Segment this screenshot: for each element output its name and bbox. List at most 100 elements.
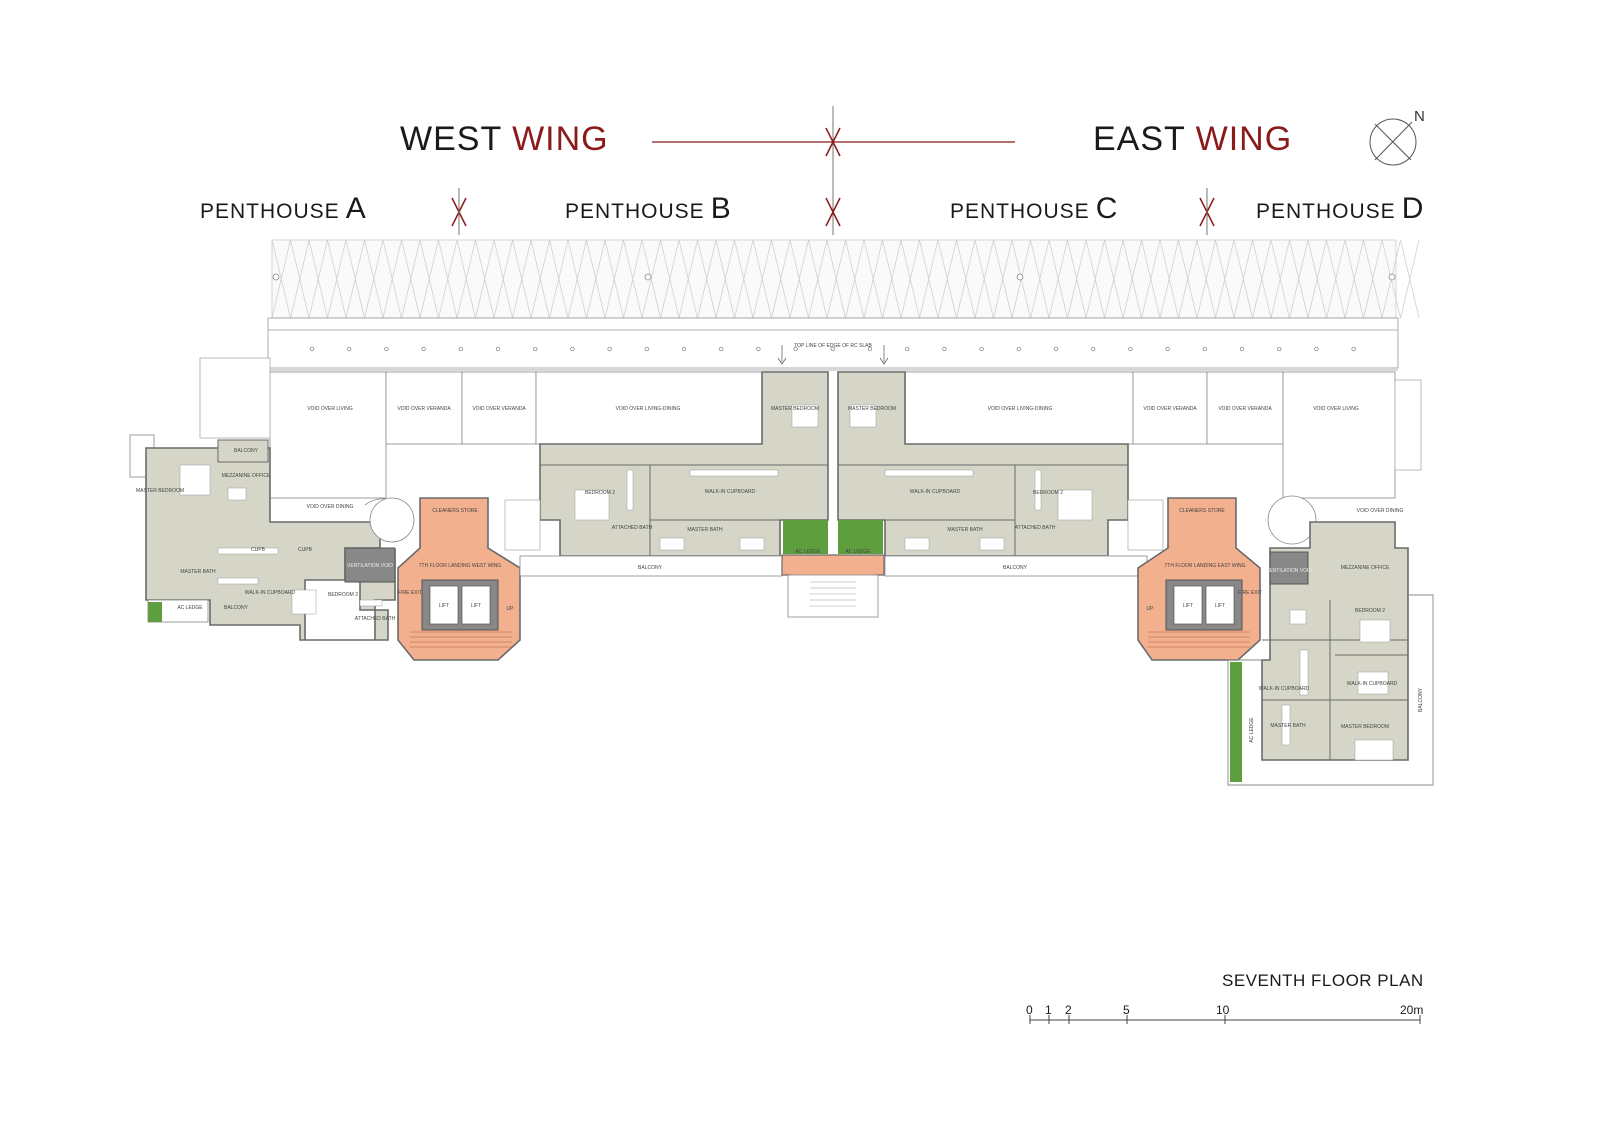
- column-marker: [1351, 346, 1356, 352]
- north-arrow-icon: N: [1369, 108, 1425, 166]
- svg-text:MASTER BATH: MASTER BATH: [687, 527, 723, 533]
- scale-tick-1: 1: [1045, 1003, 1052, 1017]
- svg-text:WALK-IN CUPBOARD: WALK-IN CUPBOARD: [705, 489, 756, 495]
- penthouse-c-plan: MASTER BEDROOM WALK-IN CUPBOARD MASTER B…: [837, 371, 1164, 577]
- svg-text:WALK-IN CUPBOARD: WALK-IN CUPBOARD: [1259, 686, 1310, 692]
- svg-text:MASTER BEDROOM: MASTER BEDROOM: [848, 406, 896, 412]
- scale-tick-0: 0: [1026, 1003, 1033, 1017]
- svg-text:VOID OVER LIVING-DINING: VOID OVER LIVING-DINING: [988, 406, 1053, 412]
- svg-text:VOID OVER VERANDA: VOID OVER VERANDA: [1143, 406, 1197, 412]
- svg-text:LIFT: LIFT: [471, 603, 481, 609]
- column-marker: [1016, 346, 1021, 352]
- penthouse-word: PENTHOUSE: [565, 200, 705, 223]
- penthouse-a-plan: BALCONY MEZZANINE OFFICE MASTER BEDROOM …: [129, 357, 415, 641]
- svg-text:VENTILATION VOID: VENTILATION VOID: [347, 563, 393, 569]
- slab-edge: [267, 317, 1399, 371]
- column-marker: [533, 346, 538, 352]
- column-marker: [347, 346, 352, 352]
- svg-text:AC LEDGE: AC LEDGE: [177, 605, 203, 611]
- column-marker: [1053, 346, 1059, 352]
- svg-text:ATTACHED BATH: ATTACHED BATH: [1015, 525, 1056, 531]
- west-core: LIFT LIFT CLEANERS STORE 7TH FLOOR LANDI…: [397, 497, 521, 661]
- svg-text:VOID OVER DINING: VOID OVER DINING: [1357, 508, 1404, 514]
- column-marker: [1128, 346, 1133, 352]
- west-wing-word: WEST: [400, 120, 502, 158]
- svg-text:LIFT: LIFT: [1215, 603, 1225, 609]
- scale-tick-10: 10: [1216, 1003, 1230, 1017]
- svg-text:BALCONY: BALCONY: [1003, 565, 1028, 571]
- column-marker: [905, 346, 910, 352]
- svg-text:7TH FLOOR LANDING EAST WING: 7TH FLOOR LANDING EAST WING: [1164, 563, 1245, 569]
- penthouse-word: PENTHOUSE: [950, 200, 1090, 223]
- svg-text:WALK-IN CUPBOARD: WALK-IN CUPBOARD: [1347, 681, 1398, 687]
- west-wing-accent: WING: [512, 120, 609, 158]
- svg-text:MASTER BEDROOM: MASTER BEDROOM: [1341, 724, 1389, 730]
- column-marker: [681, 346, 687, 352]
- column-marker: [942, 346, 947, 352]
- penthouse-letter: B: [710, 192, 732, 225]
- svg-text:BEDROOM 2: BEDROOM 2: [328, 592, 358, 598]
- roof-lattice: [271, 239, 1420, 319]
- column-marker: [458, 346, 463, 352]
- column-marker: [756, 346, 761, 352]
- svg-text:BALCONY: BALCONY: [224, 605, 249, 611]
- svg-text:WALK-IN CUPBOARD: WALK-IN CUPBOARD: [910, 489, 961, 495]
- svg-text:UP: UP: [507, 606, 515, 612]
- svg-text:UP: UP: [1147, 606, 1155, 612]
- plan-title: SEVENTH FLOOR PLAN: [1222, 971, 1424, 990]
- svg-text:VOID OVER LIVING: VOID OVER LIVING: [307, 406, 353, 412]
- svg-text:MASTER BATH: MASTER BATH: [180, 569, 216, 575]
- svg-text:ATTACHED BATH: ATTACHED BATH: [612, 525, 653, 531]
- column-marker: [1277, 346, 1282, 352]
- svg-text:VOID OVER DINING: VOID OVER DINING: [307, 504, 354, 510]
- svg-text:VENTILATION VOID: VENTILATION VOID: [1266, 568, 1312, 574]
- svg-text:BEDROOM 2: BEDROOM 2: [1355, 608, 1385, 614]
- north-letter: N: [1414, 108, 1425, 125]
- svg-text:MEZZANINE OFFICE: MEZZANINE OFFICE: [222, 473, 271, 479]
- svg-text:VOID OVER VERANDA: VOID OVER VERANDA: [472, 406, 526, 412]
- svg-text:MASTER BEDROOM: MASTER BEDROOM: [136, 488, 184, 494]
- scale-bar: [1029, 1015, 1421, 1024]
- column-marker: [570, 346, 575, 352]
- svg-text:MASTER BATH: MASTER BATH: [947, 527, 983, 533]
- column-marker: [979, 346, 984, 352]
- column-marker: [1202, 346, 1207, 352]
- svg-text:CLEANERS STORE: CLEANERS STORE: [432, 508, 478, 514]
- column-marker: [644, 346, 649, 352]
- column-marker: [421, 346, 426, 352]
- east-wing-word: EAST: [1093, 120, 1186, 158]
- svg-text:MEZZANINE OFFICE: MEZZANINE OFFICE: [1341, 565, 1390, 571]
- svg-text:BALCONY: BALCONY: [1418, 687, 1424, 712]
- penthouse-b-plan: MASTER BEDROOM WALK-IN CUPBOARD MASTER B…: [504, 371, 829, 577]
- penthouse-letter: D: [1401, 192, 1425, 225]
- penthouse-word: PENTHOUSE: [1256, 200, 1396, 223]
- svg-text:VOID OVER VERANDA: VOID OVER VERANDA: [397, 406, 451, 412]
- column-marker: [309, 346, 315, 352]
- svg-text:BEDROOM 2: BEDROOM 2: [585, 490, 615, 496]
- column-marker: [1165, 346, 1170, 352]
- voids: [269, 371, 1396, 499]
- void-labels: VOID OVER LIVING VOID OVER VERANDA VOID …: [307, 406, 1404, 514]
- svg-text:CLEANERS STORE: CLEANERS STORE: [1179, 508, 1225, 514]
- svg-text:MASTER BEDROOM: MASTER BEDROOM: [771, 406, 819, 412]
- column-marker: [867, 346, 873, 352]
- svg-text:AC LEDGE: AC LEDGE: [1249, 717, 1255, 743]
- scale-tick-20m: 20m: [1400, 1003, 1424, 1017]
- column-marker: [384, 346, 389, 352]
- svg-text:VOID OVER LIVING-DINING: VOID OVER LIVING-DINING: [616, 406, 681, 412]
- svg-text:7TH FLOOR LANDING WEST WING: 7TH FLOOR LANDING WEST WING: [419, 563, 502, 569]
- penthouse-a-labels: BALCONY MEZZANINE OFFICE MASTER BEDROOM …: [136, 448, 396, 622]
- top-line-label: TOP LINE OF EDGE OF RC SLAB: [794, 343, 872, 349]
- svg-text:BALCONY: BALCONY: [234, 448, 259, 454]
- column-marker: [1239, 346, 1245, 352]
- east-wing-accent: WING: [1195, 120, 1293, 158]
- column-marker: [1091, 346, 1096, 352]
- central-stair: [781, 554, 885, 618]
- east-core: LIFT LIFT CLEANERS STORE 7TH FLOOR LANDI…: [1137, 497, 1262, 661]
- svg-text:CUPB: CUPB: [251, 547, 266, 553]
- column-marker: [719, 346, 724, 352]
- svg-text:BALCONY: BALCONY: [638, 565, 663, 571]
